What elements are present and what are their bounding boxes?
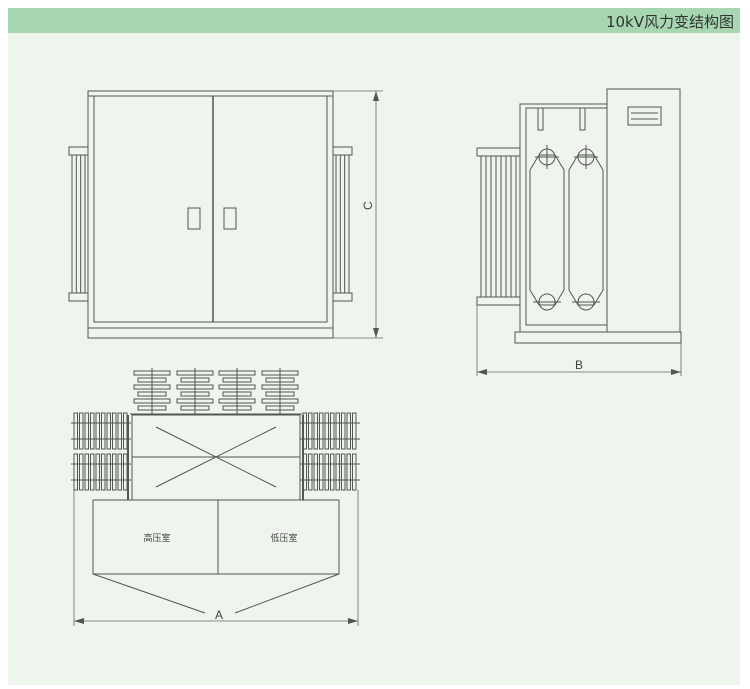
door-panel	[93, 95, 328, 323]
dim-c-arrow-bottom	[373, 328, 379, 338]
radiator-fin	[324, 412, 329, 450]
side-radiator	[476, 147, 523, 306]
radiator-header	[68, 146, 89, 156]
coils	[529, 145, 604, 311]
radiator-fin	[330, 412, 335, 450]
radiator-fin	[335, 453, 340, 491]
dim-a-arrow-left	[74, 618, 84, 624]
radiator-fin	[346, 453, 351, 491]
radiator-fin	[319, 453, 324, 491]
radiator-header	[68, 292, 89, 302]
radiator-fin	[73, 412, 78, 450]
coil	[568, 154, 604, 306]
radiator-fin	[79, 412, 84, 450]
radiator-fin	[90, 453, 95, 491]
front-view: C	[68, 90, 383, 339]
radiator-fin	[319, 412, 324, 450]
dim-a-arrow-right	[348, 618, 358, 624]
radiator-fin	[335, 412, 340, 450]
low-voltage-room-label: 低压室	[270, 532, 297, 544]
radiator-header	[476, 296, 523, 306]
dim-a-label: A	[215, 608, 223, 622]
radiator-fin	[341, 453, 346, 491]
compartment-box	[92, 499, 340, 575]
radiator-fin	[117, 412, 122, 450]
top-radiators	[71, 412, 360, 491]
dim-b-label: B	[575, 358, 583, 372]
radiator-fin	[313, 412, 318, 450]
radiator-fin	[90, 412, 95, 450]
nameplate	[627, 106, 662, 126]
radiator-left	[68, 146, 89, 302]
radiator-fin	[117, 453, 122, 491]
bushings	[130, 368, 302, 415]
terminal	[579, 107, 586, 131]
radiator-fin	[352, 412, 357, 450]
radiator-fin	[112, 412, 117, 450]
radiator-fin	[308, 412, 313, 450]
coil	[529, 154, 565, 306]
radiator-fin	[84, 412, 89, 450]
radiator-fin	[123, 412, 128, 450]
side-view: B	[476, 88, 682, 376]
radiator-fin	[101, 453, 106, 491]
radiator-fin	[101, 412, 106, 450]
top-view: 高压室 低压室 A	[71, 368, 360, 626]
cabinet-side	[606, 88, 681, 333]
trapezoid-line	[234, 573, 340, 614]
radiator-header	[332, 292, 353, 302]
radiator-right	[332, 146, 353, 302]
radiator-fin	[352, 453, 357, 491]
dim-b-arrow-left	[477, 369, 487, 375]
terminal	[537, 107, 544, 131]
door-handle-left	[187, 207, 201, 230]
cross-line	[155, 426, 277, 488]
radiator-fin	[346, 412, 351, 450]
radiator-fin	[341, 412, 346, 450]
trapezoid-line	[92, 573, 206, 614]
dim-c-arrow-top	[373, 91, 379, 101]
cabinet-outline	[87, 90, 334, 339]
door-handle-right	[223, 207, 237, 230]
header-bar: 10kV风力变结构图	[8, 8, 740, 33]
radiator-header	[332, 146, 353, 156]
radiator-fin	[112, 453, 117, 491]
high-voltage-room-label: 高压室	[143, 532, 170, 544]
dim-b-arrow-right	[671, 369, 681, 375]
radiator-fin	[313, 453, 318, 491]
page-title: 10kV风力变结构图	[605, 13, 734, 31]
radiator-fin	[84, 453, 89, 491]
radiator-header	[476, 147, 523, 157]
base-plate	[514, 331, 682, 344]
radiator-fin	[106, 453, 111, 491]
radiator-fin	[106, 412, 111, 450]
dim-c-label: C	[361, 201, 375, 210]
radiator-fin	[95, 453, 100, 491]
radiator-fin	[79, 453, 84, 491]
radiator-fin	[123, 453, 128, 491]
radiator-fin	[95, 412, 100, 450]
radiator-fin	[308, 453, 313, 491]
radiator-fin	[324, 453, 329, 491]
radiator-fin	[330, 453, 335, 491]
radiator-fin	[73, 453, 78, 491]
